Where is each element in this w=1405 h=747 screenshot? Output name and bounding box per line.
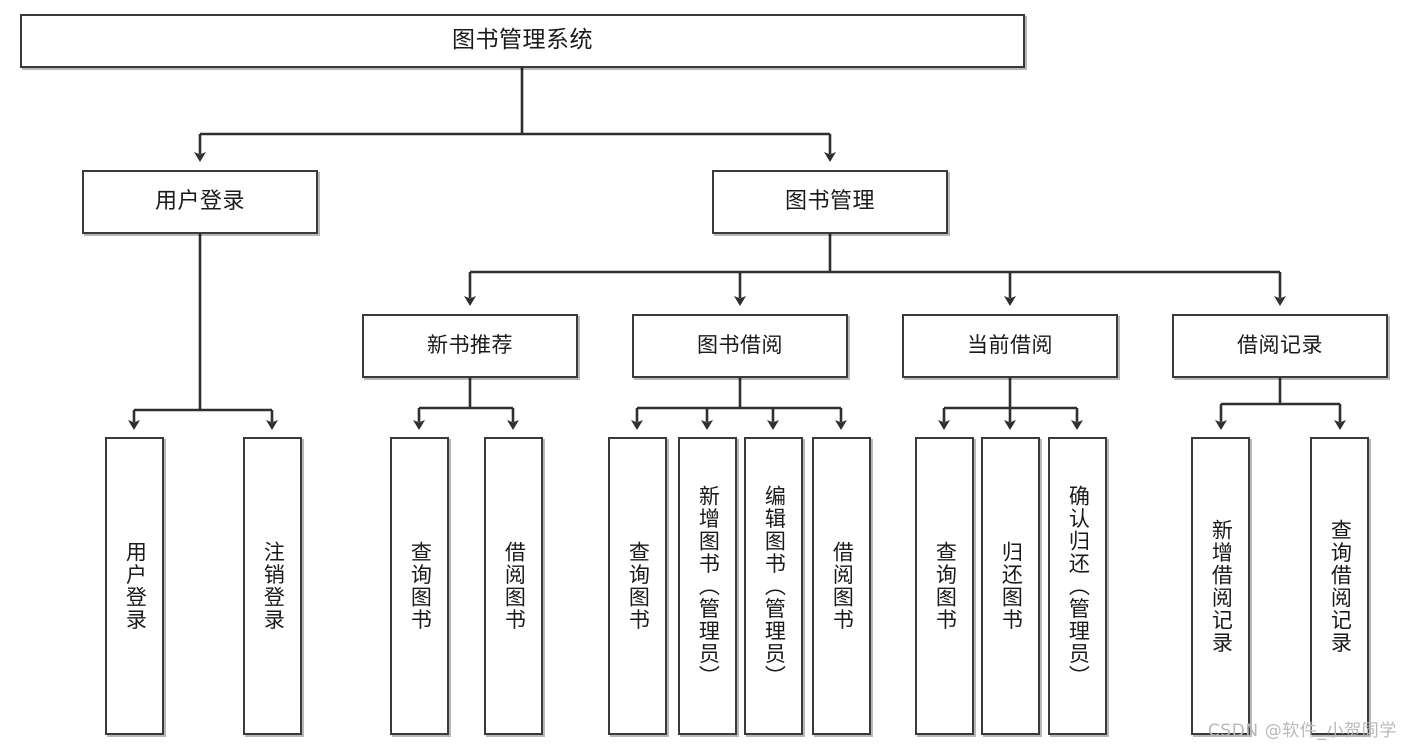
node-book-borrow[interactable]: 图书借阅	[632, 314, 848, 378]
node-book-management[interactable]: 图书管理	[712, 170, 948, 234]
node-current-borrow[interactable]: 当前借阅	[902, 314, 1118, 378]
node-root-label: 图书管理系统	[452, 27, 593, 54]
node-leaf-newbook-query-book-label: 查询图书	[408, 541, 433, 631]
node-book-borrow-label: 图书借阅	[697, 333, 783, 358]
node-leaf-record-query-record[interactable]: 查询借阅记录	[1310, 437, 1369, 735]
node-leaf-borrow-borrow-book[interactable]: 借阅图书	[812, 437, 871, 735]
node-user-login-label: 用户登录	[154, 188, 245, 214]
node-leaf-borrow-edit-book[interactable]: 编辑图书（管理员）	[744, 437, 803, 735]
node-new-book-recommend-label: 新书推荐	[427, 333, 513, 358]
node-leaf-record-add-record-label: 新增借阅记录	[1209, 518, 1234, 654]
node-leaf-borrow-add-book-label: 新增图书（管理员）	[696, 484, 721, 688]
node-leaf-borrow-edit-book-label: 编辑图书（管理员）	[762, 484, 787, 688]
node-leaf-user-login-label: 用户登录	[123, 541, 148, 631]
node-leaf-borrow-add-book[interactable]: 新增图书（管理员）	[678, 437, 737, 735]
node-leaf-current-return-book[interactable]: 归还图书	[981, 437, 1040, 735]
node-user-login[interactable]: 用户登录	[82, 170, 318, 234]
node-leaf-current-return-book-label: 归还图书	[999, 541, 1024, 631]
node-leaf-borrow-query-book[interactable]: 查询图书	[608, 437, 667, 735]
node-leaf-logout[interactable]: 注销登录	[243, 437, 302, 735]
node-borrow-record-label: 借阅记录	[1237, 333, 1323, 358]
node-leaf-current-query-book-label: 查询图书	[933, 541, 958, 631]
node-leaf-borrow-query-book-label: 查询图书	[626, 541, 651, 631]
node-leaf-newbook-borrow-book-label: 借阅图书	[502, 541, 527, 631]
node-root-book-management-system[interactable]: 图书管理系统	[20, 14, 1025, 68]
node-leaf-newbook-query-book[interactable]: 查询图书	[390, 437, 449, 735]
node-book-management-label: 图书管理	[784, 188, 875, 214]
node-current-borrow-label: 当前借阅	[967, 333, 1053, 358]
node-new-book-recommend[interactable]: 新书推荐	[362, 314, 578, 378]
node-leaf-current-confirm-return[interactable]: 确认归还（管理员）	[1048, 437, 1107, 735]
node-borrow-record[interactable]: 借阅记录	[1172, 314, 1388, 378]
node-leaf-borrow-borrow-book-label: 借阅图书	[830, 541, 855, 631]
node-leaf-current-confirm-return-label: 确认归还（管理员）	[1066, 484, 1091, 688]
node-leaf-newbook-borrow-book[interactable]: 借阅图书	[484, 437, 543, 735]
node-leaf-user-login[interactable]: 用户登录	[105, 437, 164, 735]
node-leaf-record-add-record[interactable]: 新增借阅记录	[1191, 437, 1250, 735]
node-leaf-record-query-record-label: 查询借阅记录	[1328, 518, 1353, 654]
node-leaf-logout-label: 注销登录	[261, 541, 286, 631]
node-leaf-current-query-book[interactable]: 查询图书	[915, 437, 974, 735]
